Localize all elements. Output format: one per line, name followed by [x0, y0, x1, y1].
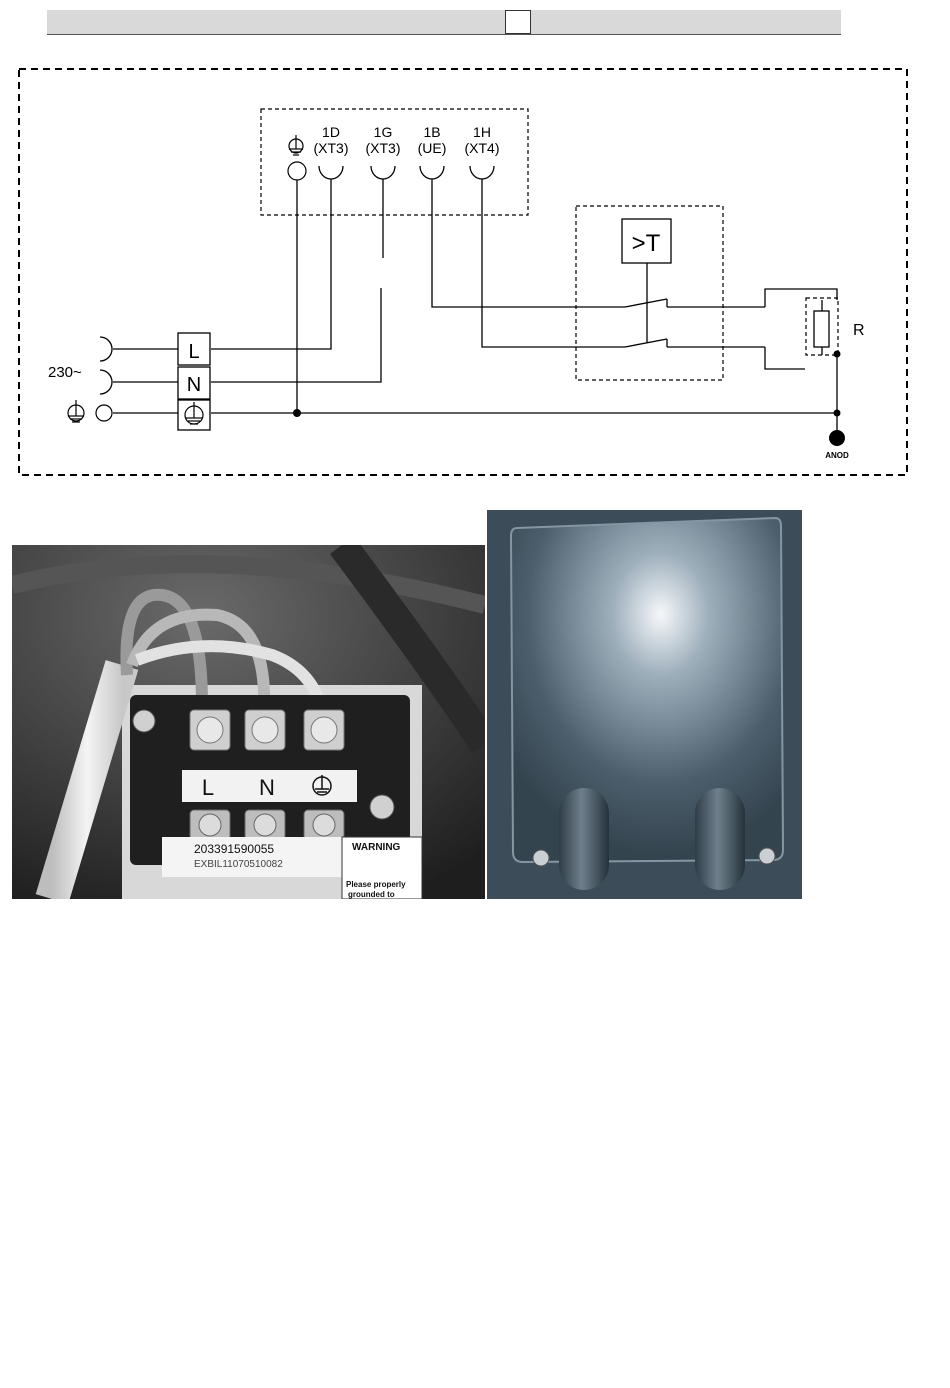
wire-neutral — [211, 288, 381, 382]
terminal-1b-code: 1B — [423, 124, 440, 140]
header-bar — [47, 10, 841, 35]
earth-icon — [289, 135, 303, 155]
resistor-symbol — [814, 311, 829, 347]
anode-label: ANOD — [825, 451, 849, 460]
wire-1h — [482, 179, 625, 347]
terminal-block: L N — [178, 333, 210, 430]
wiring-diagram: 1D (XT3) 1G (XT3) 1B (UE) 1H (XT4) 230~ — [0, 60, 950, 490]
anode-symbol — [829, 430, 845, 446]
voltage-label: 230~ — [48, 364, 82, 381]
terminal-1d-sub: (XT3) — [314, 140, 349, 156]
wire-heater-bottom — [765, 347, 805, 369]
terminal-1g-sub: (XT3) — [366, 140, 401, 156]
socket-1d — [319, 166, 343, 179]
socket-1h — [470, 166, 494, 179]
junction-dot — [293, 409, 301, 417]
earth-terminal — [288, 162, 306, 180]
terminal-1g-code: 1G — [374, 124, 393, 140]
socket-1g — [371, 166, 395, 179]
photo-sticker-code: 203391590055 — [194, 842, 274, 856]
socket-1b — [420, 166, 444, 179]
thermostat-label: >T — [632, 230, 661, 257]
input-earth-icon — [68, 400, 84, 422]
photo-warning-title: WARNING — [352, 842, 401, 853]
terminal-1d-code: 1D — [322, 124, 340, 140]
photo-warning-line2: grounded to — [348, 890, 395, 899]
photo-warning-line1: Please properly — [346, 880, 406, 889]
terminal-1h-code: 1H — [473, 124, 491, 140]
cover-plate-photo — [487, 510, 802, 899]
input-earth-terminal — [96, 405, 112, 421]
plug-neutral — [100, 370, 112, 394]
block-label-l: L — [188, 341, 199, 363]
block-label-n: N — [187, 374, 201, 396]
diagram-frame — [19, 69, 907, 475]
wire-1b — [432, 179, 625, 307]
terminal-1b-sub: (UE) — [418, 140, 447, 156]
terminal-block-photo: L N 20339159005 — [12, 545, 485, 899]
page-number-box — [505, 10, 531, 34]
photo-label-l: L — [202, 775, 214, 800]
photo-sticker-serial: EXBIL11070510082 — [194, 859, 283, 870]
resistor-label: R — [853, 322, 865, 339]
terminal-1h-sub: (XT4) — [465, 140, 500, 156]
photo-label-n: N — [259, 775, 275, 800]
wire-live — [211, 179, 331, 349]
wire-heater-top — [765, 289, 837, 307]
plug-live — [100, 337, 112, 361]
